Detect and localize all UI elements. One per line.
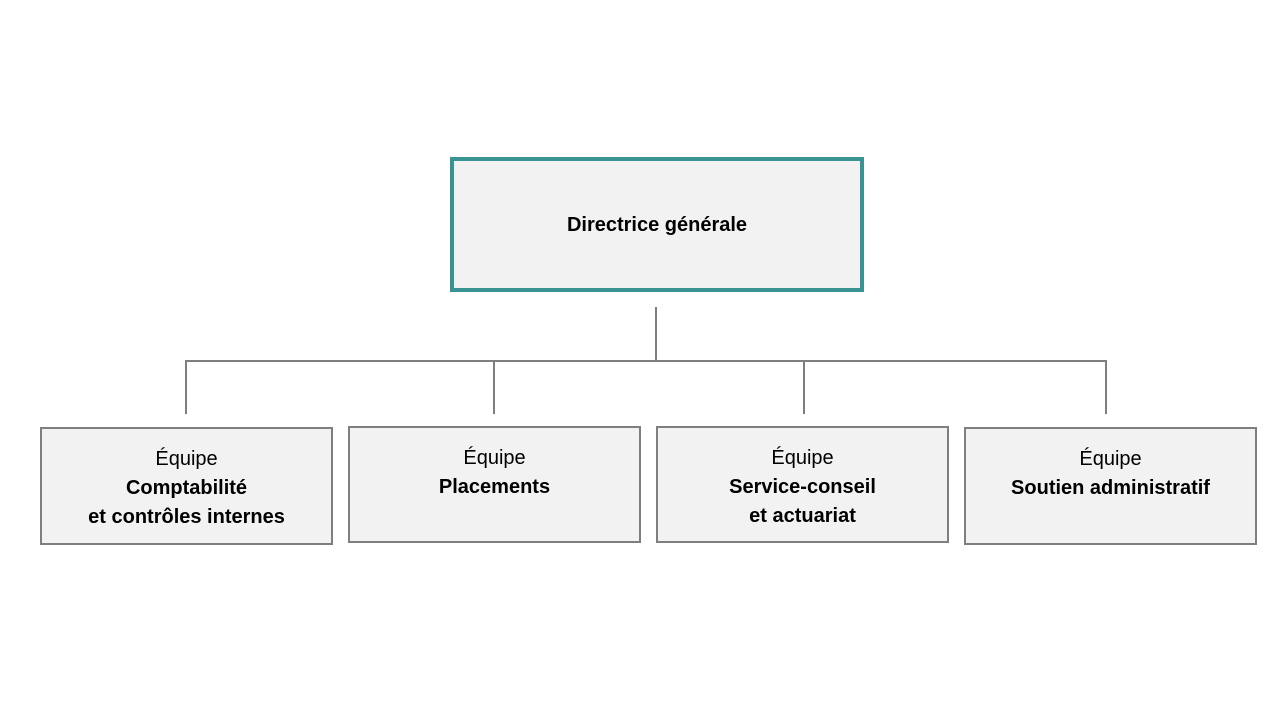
team-name-line2: et actuariat	[749, 505, 856, 527]
team-box-placements: Équipe Placements	[348, 426, 641, 543]
team-prefix: Équipe	[771, 447, 834, 469]
team-box-service-conseil: Équipe Service-conseil et actuariat	[656, 426, 949, 543]
team-prefix: Équipe	[155, 448, 218, 470]
team-prefix: Équipe	[463, 447, 526, 469]
root-box-directrice-generale: Directrice générale	[450, 157, 864, 292]
team-name-line1: Service-conseil	[729, 476, 876, 498]
team-name-line1: Comptabilité	[125, 477, 248, 499]
team-box-soutien-administratif: Équipe Soutien administratif	[964, 427, 1257, 545]
root-title: Directrice générale	[566, 213, 748, 236]
team-name-line2: et contrôles internes	[88, 506, 285, 528]
team-prefix: Équipe	[1079, 448, 1142, 470]
team-name-line1: Placements	[438, 476, 551, 498]
team-box-comptabilite: Équipe Comptabilité et contrôles interne…	[40, 427, 333, 545]
team-name-line1: Soutien administratif	[1011, 477, 1210, 499]
